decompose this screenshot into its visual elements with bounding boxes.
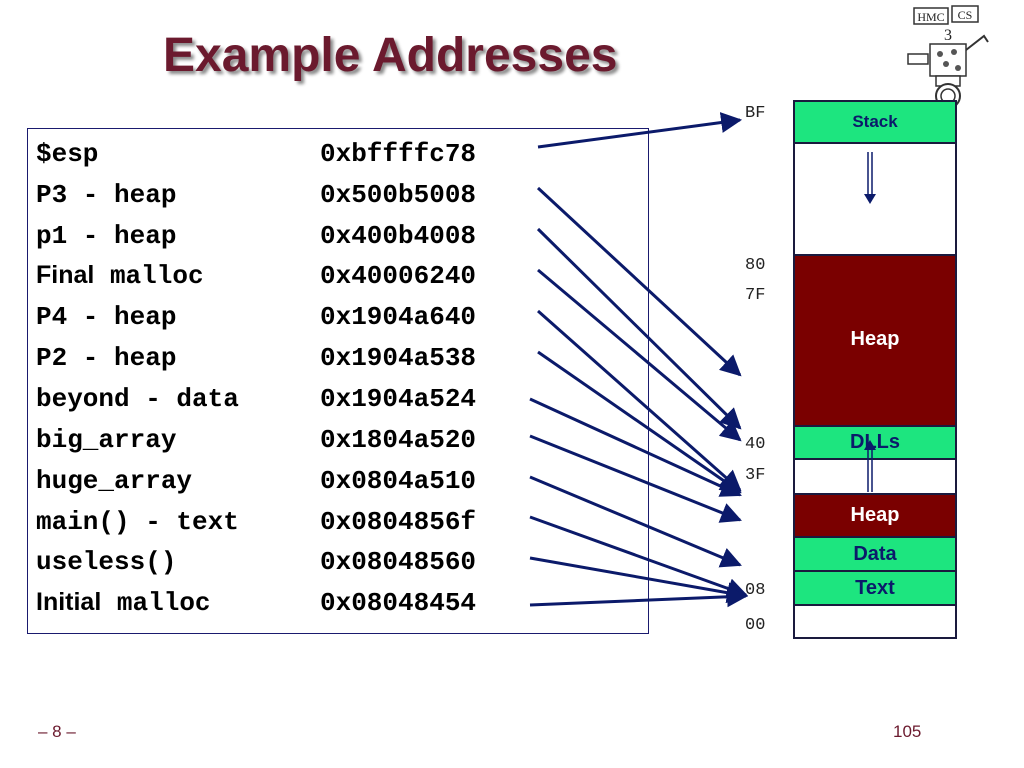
row-address: 0x0804a510 [320, 466, 477, 496]
row-name: P2 - heap [36, 343, 177, 373]
address-label-00: 00 [745, 616, 766, 635]
row-name-prefix: Final [36, 261, 95, 289]
row-name: useless() [36, 547, 177, 577]
logo-text-cs: CS [958, 8, 973, 22]
arrow-huge-array [529, 475, 742, 568]
row-address: 0x08048560 [320, 547, 477, 577]
logo-text-hmc: HMC [917, 10, 944, 24]
arrow-p1 [536, 227, 742, 430]
row-name-suffix: malloc [109, 261, 204, 291]
row-name: main() - text [36, 507, 239, 537]
arrow-final-malloc [537, 268, 742, 442]
row-address: 0x500b5008 [320, 180, 477, 210]
segment-unused-top [793, 142, 957, 256]
stack-growth-arrow-icon [864, 194, 876, 204]
slide-title: Example Addresses [163, 29, 618, 82]
segment-heap-upper: Heap [793, 254, 957, 427]
row-name-prefix: Initial [36, 588, 102, 616]
row-address: 0x1904a538 [320, 343, 477, 373]
row-address: 0xbffffc78 [320, 139, 477, 169]
address-label-80: 80 [745, 256, 766, 275]
row-name: big_array [36, 425, 177, 455]
row-name: Final malloc [36, 261, 204, 291]
arrow-main [529, 515, 748, 599]
svg-text:3: 3 [944, 27, 952, 44]
row-address: 0x40006240 [320, 261, 477, 291]
row-name: beyond - data [36, 384, 239, 414]
arrow-beyond [529, 397, 742, 497]
address-table: $esp 0xbffffc78 P3 - heap 0x500b5008 p1 … [27, 128, 649, 634]
hmc-cs-logo: HMC CS 3 [907, 5, 989, 109]
row-name: Initial malloc [36, 588, 211, 618]
arrow-p3 [536, 186, 742, 377]
address-label-7f: 7F [745, 286, 766, 305]
arrow-p4 [537, 309, 742, 492]
dll-growth-arrow-icon [864, 440, 876, 450]
row-name: $esp [36, 139, 99, 169]
slide-page-indicator: – 8 – [38, 722, 76, 741]
row-name: P3 - heap [36, 180, 177, 210]
segment-stack: Stack [793, 100, 957, 144]
arrow-big-array [529, 434, 742, 523]
row-name-suffix: malloc [116, 588, 211, 618]
row-address: 0x1804a520 [320, 425, 477, 455]
address-label-08: 08 [745, 581, 766, 600]
segment-heap-lower: Heap [793, 493, 957, 538]
row-name: P4 - heap [36, 302, 177, 332]
row-address: 0x1904a640 [320, 302, 477, 332]
address-label-bf: BF [745, 104, 766, 123]
row-address: 0x1904a524 [320, 384, 477, 414]
row-name: p1 - heap [36, 221, 177, 251]
row-address: 0x400b4008 [320, 221, 477, 251]
arrow-initial-malloc [529, 586, 749, 608]
row-address: 0x08048454 [320, 588, 477, 618]
address-label-3f: 3F [745, 466, 766, 485]
slide-number: 105 [893, 722, 922, 741]
arrow-esp [537, 112, 743, 149]
segment-unused-bottom [793, 604, 957, 639]
arrow-p2 [537, 350, 742, 494]
arrow-useless [529, 556, 749, 604]
row-name: huge_array [36, 466, 193, 496]
row-address: 0x0804856f [320, 507, 477, 537]
address-label-40: 40 [745, 435, 766, 454]
